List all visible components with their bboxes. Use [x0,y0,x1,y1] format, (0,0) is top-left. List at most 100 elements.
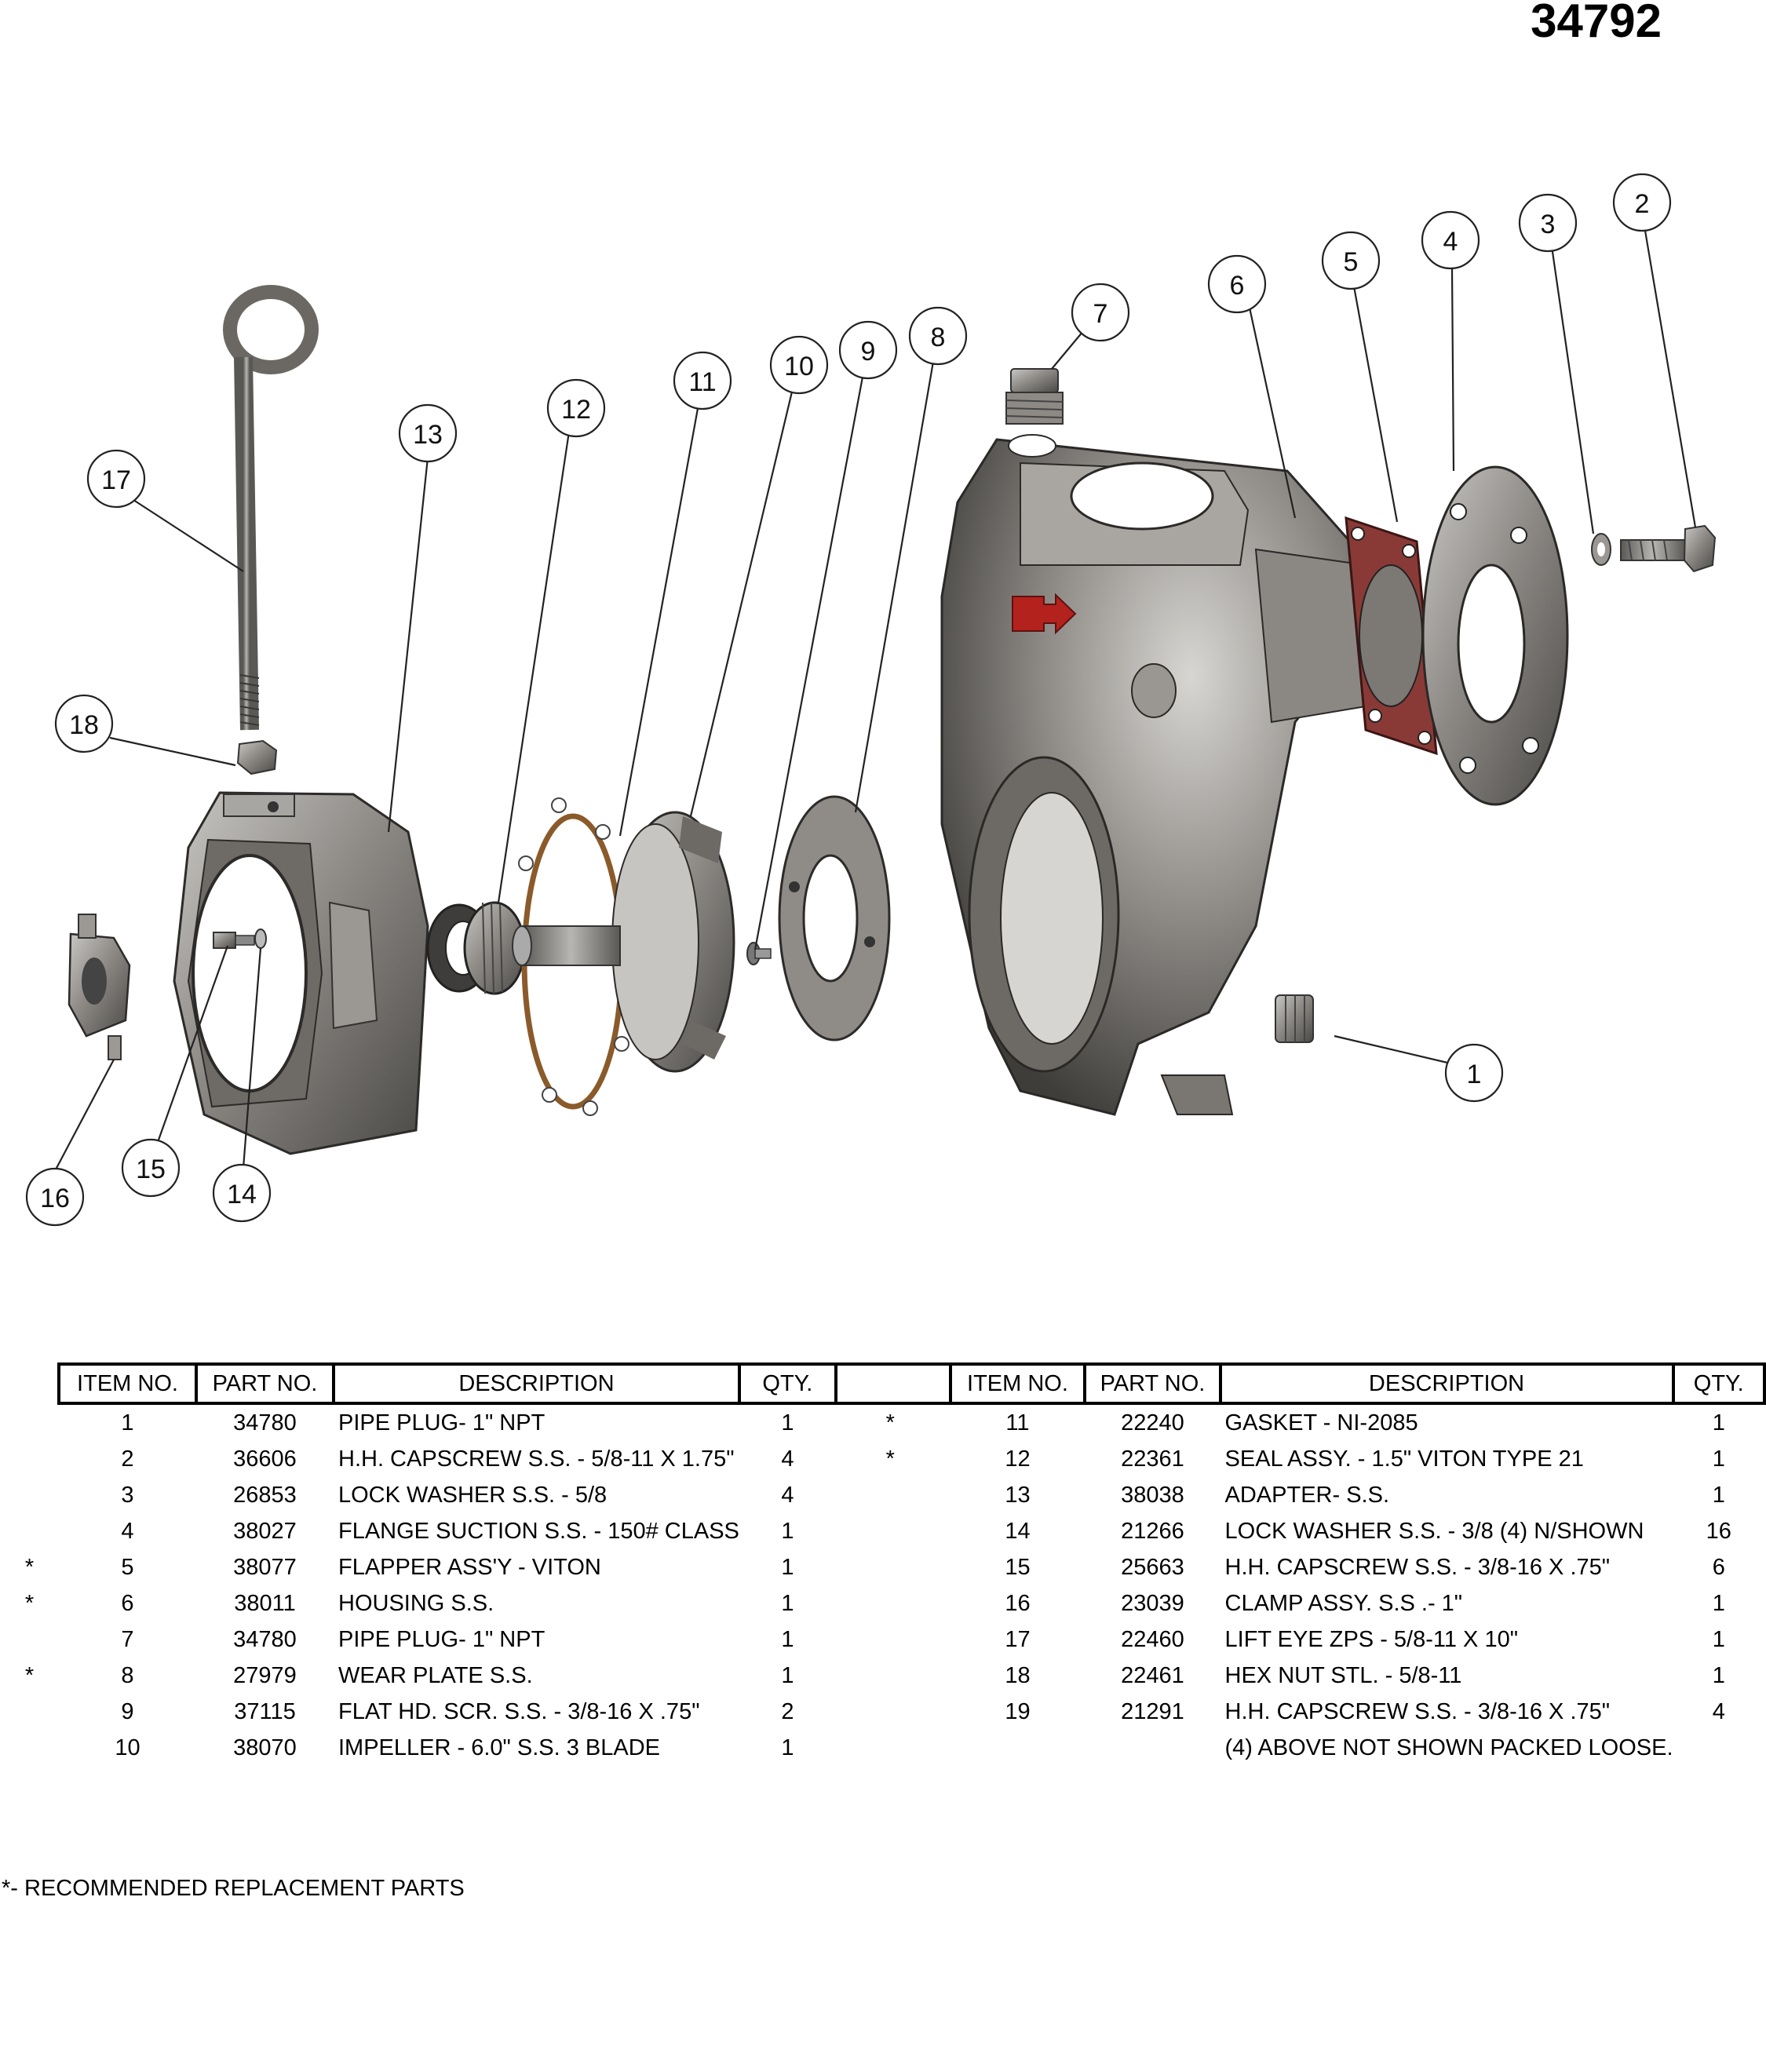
qty: 4 [781,1446,794,1472]
recommended-marker: * [24,1554,35,1580]
clamp-assembly-part [68,914,131,1060]
item-no: 2 [121,1446,134,1472]
adapter-capscrew-part [213,928,267,949]
svg-text:6: 6 [1230,271,1245,301]
part-no-header: PART NO. [195,1362,335,1405]
recommended-marker [0,1477,59,1513]
description: PIPE PLUG- 1" NPT [338,1410,545,1435]
item-no: 15 [1005,1554,1031,1580]
recommended-marker [0,1621,59,1658]
svg-text:2: 2 [1635,189,1650,219]
item-no: 9 [121,1698,134,1724]
qty: 1 [781,1410,794,1435]
description: CLAMP ASSY. S.S .- 1" [1224,1590,1463,1616]
part-no: 25663 [1121,1554,1184,1580]
description: FLAPPER ASS'Y - VITON [338,1554,601,1580]
recommended-marker [830,1585,951,1621]
part-no: 23039 [1121,1590,1184,1616]
description: PIPE PLUG- 1" NPT [338,1626,545,1652]
pipe-plug-bottom-part [1275,994,1314,1043]
callout-13: 13 [398,403,458,463]
item-no: 19 [1005,1698,1031,1724]
part-no: 22461 [1121,1662,1184,1688]
svg-text:13: 13 [413,420,443,450]
description: LIFT EYE ZPS - 5/8-11 X 10" [1224,1626,1519,1652]
housing-part [940,434,1366,1116]
recommended-marker [0,1441,59,1477]
description-header: DESCRIPTION [332,1362,741,1405]
recommended-marker [830,1549,951,1585]
recommended-marker: * [885,1410,895,1435]
qty: 2 [781,1698,794,1724]
callout-9: 9 [838,320,898,380]
qty: 1 [1712,1410,1725,1435]
recommended-marker [830,1658,951,1694]
qty: 1 [1712,1482,1725,1508]
qty: 1 [781,1518,794,1544]
callout-7: 7 [1071,283,1130,342]
description: (4) ABOVE NOT SHOWN PACKED LOOSE. [1224,1735,1673,1760]
callout-5: 5 [1321,231,1381,290]
bom-header-row: ITEM NO. PART NO. DESCRIPTION QTY. [830,1362,1766,1405]
qty: 1 [781,1554,794,1580]
description: ADAPTER- S.S. [1224,1482,1390,1508]
recommended-marker [830,1730,951,1766]
part-no: 38027 [233,1518,297,1544]
document-number: 34792 [1531,0,1662,47]
star-header [0,1364,59,1403]
svg-text:17: 17 [101,465,131,495]
part-no: 22361 [1121,1446,1184,1472]
qty: 4 [1712,1698,1725,1724]
footnote: *- RECOMMENDED REPLACEMENT PARTS [2,1876,465,1901]
description: WEAR PLATE S.S. [338,1662,533,1688]
leader-lines [54,225,1697,1172]
description: LOCK WASHER S.S. - 5/8 [338,1482,608,1508]
pipe-plug-top-part [1005,368,1064,425]
exploded-pump-diagram: 1 2 3 4 5 6 7 8 9 10 11 12 13 14 15 16 1… [25,173,1717,1227]
item-no-header: ITEM NO. [57,1362,198,1405]
svg-text:3: 3 [1541,210,1556,239]
description: HEX NUT STL. - 5/8-11 [1224,1662,1462,1688]
description: H.H. CAPSCREW S.S. - 3/8-16 X .75" [1224,1554,1611,1580]
recommended-marker [830,1694,951,1730]
callout-10: 10 [769,335,829,395]
callout-6: 6 [1207,254,1267,314]
callout-17: 17 [86,449,146,509]
callout-18: 18 [54,694,114,753]
item-no: 6 [121,1590,134,1616]
qty: 4 [781,1482,794,1508]
part-no: 34780 [233,1410,297,1435]
bom-row: 15 25663 H.H. CAPSCREW S.S. - 3/8-16 X .75… [830,1549,1764,1585]
callout-4: 4 [1421,210,1480,270]
recommended-marker: * [885,1446,895,1472]
svg-text:7: 7 [1093,299,1108,329]
recommended-marker [0,1730,59,1766]
item-no: 10 [115,1735,140,1760]
description: SEAL ASSY. - 1.5" VITON TYPE 21 [1224,1446,1584,1472]
description: GASKET - NI-2085 [1224,1410,1418,1435]
item-no: 18 [1005,1662,1031,1688]
wear-plate-part [778,795,891,1041]
svg-text:1: 1 [1467,1060,1482,1089]
item-no: 8 [121,1662,134,1688]
item-no: 14 [1005,1518,1031,1544]
callout-14: 14 [212,1163,272,1223]
adapter-part [173,791,429,1155]
item-no: 16 [1005,1590,1031,1616]
recommended-marker [830,1513,951,1549]
item-no: 11 [1005,1410,1030,1435]
part-no: 37115 [234,1698,296,1724]
svg-text:18: 18 [69,710,99,740]
impeller-part [512,811,735,1073]
item-no: 12 [1005,1446,1031,1472]
